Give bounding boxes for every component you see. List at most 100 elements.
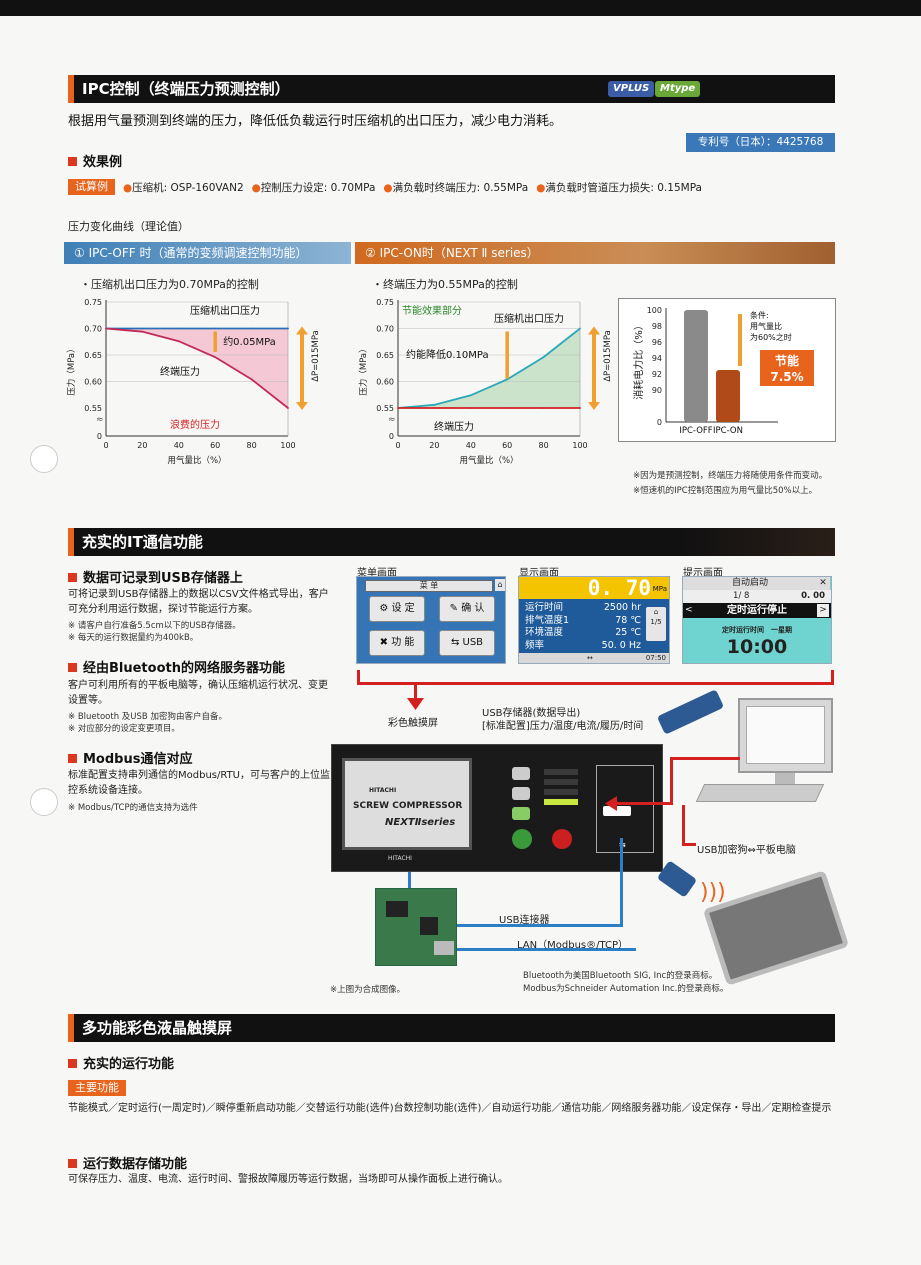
start-button[interactable]	[512, 829, 532, 849]
section-header-it: 充实的IT通信功能	[68, 528, 835, 556]
usb-text: 可将记录到USB存储器上的数据以CSV文件格式导出，客户可充分利用运行数据，探讨…	[68, 589, 329, 615]
data-point	[397, 407, 399, 409]
scroll-arrows-icon[interactable]: ↔	[587, 654, 593, 662]
note-2: ※恒速机的IPC控制范围应为用气量比50%以上。	[633, 486, 818, 496]
section-header-ipc: IPC控制（终端压力预测控制）	[68, 75, 835, 103]
display-screen-label: 显示画面	[519, 568, 559, 579]
binder-hole	[30, 445, 58, 473]
series-line	[397, 327, 581, 409]
menu-screen: 菜 单 ⌂ ⚙ 设 定 ✎ 确 认 ✖ 功 能 ⇆ USB	[356, 576, 506, 664]
condition-label: 条件:	[750, 310, 769, 320]
x-tick-label: 20	[429, 441, 439, 450]
confirm-button[interactable]: ✎ 确 认	[439, 596, 495, 622]
gap-label: 约0.05MPa	[223, 335, 276, 348]
page-indicator-button[interactable]: ⌂1/5	[646, 607, 666, 641]
down-arrow-icon	[407, 698, 424, 710]
data-point	[177, 327, 180, 330]
condition-item: ●控制压力设定: 0.70MPa	[251, 181, 376, 194]
panel-key[interactable]	[512, 787, 530, 800]
function-button[interactable]: ✖ 功 能	[369, 630, 425, 656]
connector-line	[670, 757, 673, 805]
section-title: IPC控制（终端压力预测控制）	[82, 80, 290, 98]
header-accent	[68, 528, 74, 556]
axis-break-icon: ≈	[96, 415, 104, 425]
x-tick-label: 40	[174, 441, 184, 450]
header-accent	[68, 75, 74, 103]
panel-title: SCREW COMPRESSOR	[353, 801, 463, 811]
series-label: 浪费的压力	[170, 418, 220, 431]
series-label: 压缩机出口压力	[494, 312, 564, 325]
arrow-head	[588, 402, 600, 410]
arrow-head	[296, 326, 308, 335]
vplus-badge: VPLUS	[608, 81, 655, 97]
usb-storage-label-2: [标准配置]压力/温度/电流/履历/时间	[482, 721, 644, 732]
bar	[684, 310, 708, 422]
panel-key[interactable]	[512, 767, 530, 780]
usb-note-2: ※ 每天的运行数据量约为400kB。	[68, 633, 199, 643]
data-point	[214, 356, 217, 359]
data-point	[433, 403, 436, 406]
usb-icon: ⇆	[450, 637, 460, 648]
y-tick-label: 0.65	[376, 351, 394, 360]
savings-box	[760, 350, 814, 386]
connector-line	[612, 802, 672, 805]
y-axis-label: 压力（MPa）	[66, 344, 77, 395]
delta-p-label: ΔP=015MPa	[311, 330, 321, 382]
data-point	[105, 327, 107, 330]
next-arrow-icon[interactable]: >	[817, 604, 829, 617]
y-tick-label: 0	[97, 432, 102, 441]
close-icon[interactable]: ✕	[816, 577, 830, 590]
settings-button[interactable]: ⚙ 设 定	[369, 596, 425, 622]
y-tick-label: 90	[652, 386, 662, 395]
x-tick-label: IPC-OFF	[679, 426, 712, 436]
pressure-value: 0. 70	[587, 576, 651, 600]
stop-button[interactable]	[552, 829, 572, 849]
data-point	[287, 327, 289, 330]
usb-storage-label: USB存储器(数据导出)	[482, 708, 581, 719]
wireless-icon: )))	[700, 880, 726, 905]
section-header-lcd: 多功能彩色液晶触摸屏	[68, 1014, 835, 1042]
panel-key[interactable]	[512, 807, 530, 820]
shaded-area	[106, 328, 288, 408]
trial-conditions: 试算例 ●压缩机: OSP-160VAN2 ●控制压力设定: 0.70MPa ●…	[68, 179, 702, 195]
data-point	[469, 394, 472, 397]
usb-note-1: ※ 请客户自行准备5.5cm以下的USB存储器。	[68, 621, 241, 631]
data-point	[250, 378, 253, 381]
chart2-title: ・终端压力为0.55MPa的控制	[372, 278, 518, 291]
y-tick-label: 0.55	[84, 404, 102, 413]
composite-note: ※上图为合成图像。	[330, 985, 406, 995]
top-black-bar	[0, 0, 921, 16]
y-tick-label: 96	[652, 338, 662, 347]
data-point	[141, 327, 144, 330]
trademark-modbus: Modbus为Schneider Automation Inc.的登录商标。	[523, 984, 729, 994]
x-axis-label: 用气量比（%）	[167, 455, 226, 466]
band-ipc-off: ① IPC-OFF 时（通常的变频调速控制功能）	[64, 242, 351, 264]
usb-heading: 数据可记录到USB存储器上	[68, 567, 243, 586]
data-point	[506, 407, 509, 409]
x-tick-label: 0	[395, 441, 400, 450]
ipc-lead-text: 根据用气量预测到终端的压力，降低低负载运行时压缩机的出口压力，减少电力消耗。	[68, 114, 563, 129]
trial-tag: 试算例	[68, 179, 115, 195]
data-point	[250, 327, 253, 330]
panel-lcd: HITACHI SCREW COMPRESSOR NEXTⅡseries	[342, 758, 472, 850]
usb-button[interactable]: ⇆ USB	[439, 630, 495, 656]
data-point	[506, 378, 509, 381]
section-title: 多功能彩色液晶触摸屏	[82, 1019, 233, 1037]
prev-arrow-icon[interactable]: <	[685, 605, 693, 615]
note-1: ※因为是预测控制，终端压力将随使用条件而变动。	[633, 471, 828, 481]
connector-line	[682, 843, 696, 846]
y-tick-label: 0.70	[84, 325, 102, 334]
panel-series: NEXTⅡseries	[385, 817, 456, 828]
condition-label: 为60%之时	[750, 332, 792, 342]
left-arrow-icon	[605, 796, 617, 811]
home-icon[interactable]: ⌂	[495, 579, 505, 591]
bluetooth-heading: 经由Bluetooth的网络服务器功能	[68, 657, 285, 676]
header-accent	[68, 1014, 74, 1042]
y-axis-label: 消耗电力比（%）	[632, 320, 645, 400]
prompt-counter: 1/ 8	[733, 591, 750, 601]
home-icon: ⌂	[653, 608, 659, 616]
